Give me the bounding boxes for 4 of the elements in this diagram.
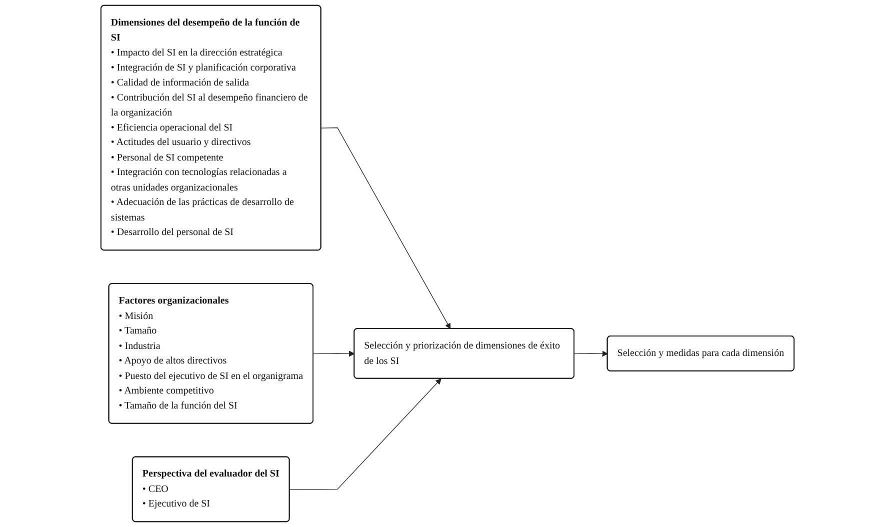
arrow: [289, 378, 442, 490]
arrow: [320, 127, 451, 330]
arrow: [574, 350, 608, 357]
arrow: [313, 350, 355, 357]
